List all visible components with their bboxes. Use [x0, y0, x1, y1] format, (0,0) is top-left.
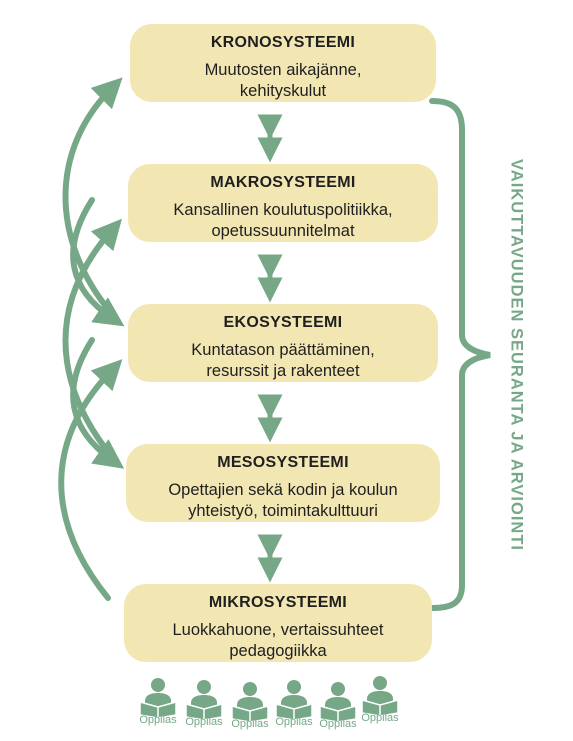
pupil-reading-icon: [231, 682, 269, 722]
pupil-label: Oppilas: [275, 716, 313, 728]
pupil-label: Oppilas: [185, 716, 223, 728]
pupil: Oppilas: [356, 674, 404, 732]
pupil: Oppilas: [134, 676, 182, 734]
level-description: Opettajien sekä kodin ja koulun yhteisty…: [168, 481, 398, 520]
pupil-reading-icon: [361, 676, 399, 716]
pupil: Oppilas: [226, 680, 274, 738]
pupil-label: Oppilas: [361, 712, 399, 724]
pupil: Oppilas: [180, 678, 228, 736]
pupil-reading-icon: [275, 680, 313, 720]
side-label: VAIKUTTAVUUDEN SEURANTA JA ARVIOINTI: [507, 159, 526, 551]
pupil: Oppilas: [270, 678, 318, 736]
level-title: MESOSYSTEEMI: [217, 454, 349, 471]
level-box-mikro: MIKROSYSTEEMI Luokkahuone, vertaissuhtee…: [124, 584, 432, 662]
pupil-label: Oppilas: [319, 718, 357, 730]
level-title: KRONOSYSTEEMI: [210, 34, 356, 51]
level-box-makro: MAKROSYSTEEMI Kansallinen koulutuspoliti…: [128, 164, 438, 242]
pupil-label: Oppilas: [231, 718, 269, 730]
level-description: Muutosten aikajänne, kehityskulut: [204, 61, 362, 100]
curved-arrow-icon: [70, 337, 125, 469]
level-description: Kuntatason päättäminen, resurssit ja rak…: [191, 341, 375, 380]
level-title: MAKROSYSTEEMI: [210, 174, 356, 191]
curved-arrow-icon: [62, 77, 123, 317]
curved-arrow-icon: [70, 197, 125, 327]
pupil: Oppilas: [314, 680, 362, 738]
level-box-eko: EKOSYSTEEMI Kuntatason päättäminen, resu…: [128, 304, 438, 382]
pupil-reading-icon: [319, 682, 357, 722]
level-box-krono: KRONOSYSTEEMI Muutosten aikajänne, kehit…: [130, 24, 436, 102]
curly-brace-icon: [429, 98, 491, 611]
pupil-reading-icon: [185, 680, 223, 720]
level-description: Kansallinen koulutuspolitiikka, opetussu…: [173, 201, 393, 240]
level-title: MIKROSYSTEEMI: [208, 594, 348, 611]
pupil-reading-icon: [139, 678, 177, 718]
level-description: Luokkahuone, vertaissuhteet pedagogiikka: [172, 621, 384, 660]
level-title: EKOSYSTEEMI: [223, 314, 343, 331]
curved-arrow-icon: [62, 218, 122, 460]
pupil-label: Oppilas: [139, 714, 177, 726]
curved-arrow-icon: [58, 359, 123, 601]
level-box-meso: MESOSYSTEEMI Opettajien sekä kodin ja ko…: [126, 444, 440, 522]
